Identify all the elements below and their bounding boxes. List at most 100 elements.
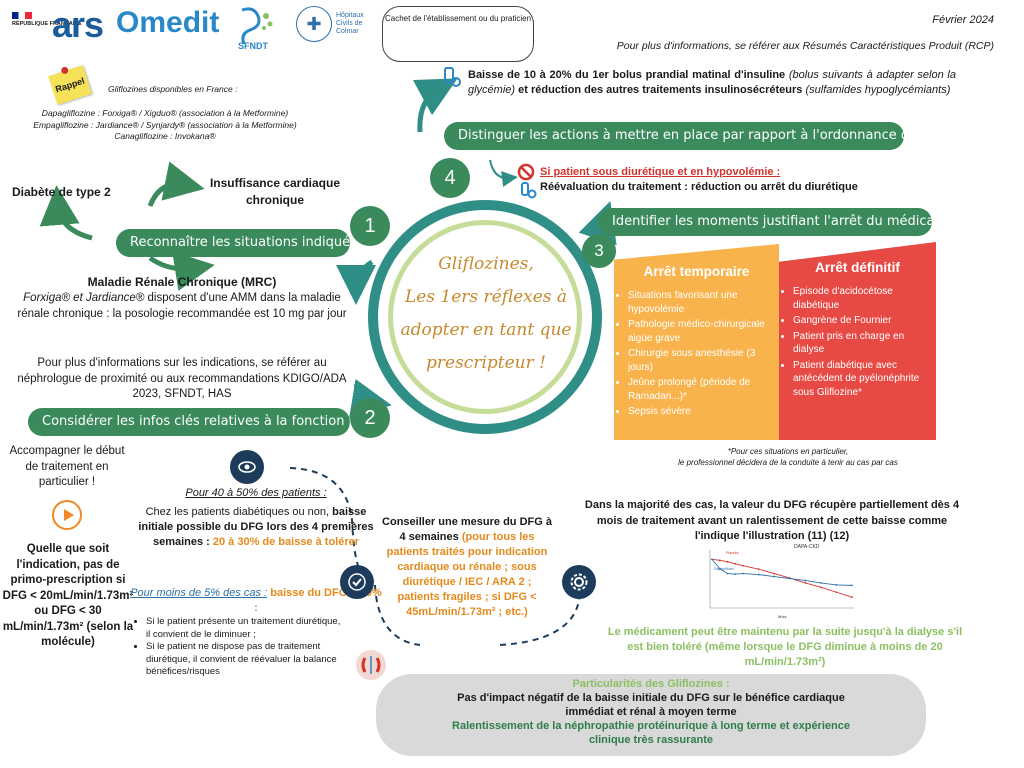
gear-icon xyxy=(562,565,596,599)
data-point xyxy=(718,559,721,562)
data-point xyxy=(726,560,729,563)
sfndt-logo: SFNDT xyxy=(232,4,278,51)
primo-prescription-text: Quelle que soit l'indication, pas de pri… xyxy=(2,543,134,648)
data-point xyxy=(819,582,822,584)
list-item: Pathologie médico-chirurgicale aigüe gra… xyxy=(628,318,775,345)
rappel-list: Dapagliflozine : Forxiga® / Xigduo® (ass… xyxy=(20,108,310,143)
arrow-icon xyxy=(489,159,518,187)
insuffisance-cardiaque: Insuffisance cardiaque chronique xyxy=(209,176,341,207)
dfg-title: Dans la majorité des cas, la valeur du D… xyxy=(584,499,960,542)
list-item: Gangrène de Fournier xyxy=(793,314,932,328)
legend-label: Dapagliflozin xyxy=(714,567,734,571)
mrc-info: Pour plus d'informations sur les indicat… xyxy=(17,357,347,400)
arrow-icon xyxy=(147,161,205,207)
play-icon xyxy=(52,500,82,530)
list-item: Si le patient présente un traitement diu… xyxy=(146,616,344,641)
hopitaux-colmar-logo: ✚Hôpitaux Civils de Colmar xyxy=(296,6,376,42)
list-item: Jeûne prolongé (période de Ramadan...)* xyxy=(628,376,775,403)
omedit-logo: Omedit xyxy=(116,6,220,39)
data-point xyxy=(711,558,713,561)
data-point xyxy=(788,577,791,580)
step-3-banner: Identifier les moments justifiant l'arrê… xyxy=(598,208,969,236)
mrc-title: Maladie Rénale Chronique (MRC) xyxy=(87,275,277,289)
data-point xyxy=(851,584,853,587)
legend-label: Placebo xyxy=(726,551,739,555)
step-1-banner: Reconnaître les situations indiquées xyxy=(116,229,365,257)
mrc-text: Forxiga® et Jardiance® disposent d'une A… xyxy=(17,292,347,320)
data-point xyxy=(835,591,838,594)
list-item: Patient pris en charge en dialyse xyxy=(793,330,932,357)
medication-icon xyxy=(440,66,462,88)
date: Février 2024 xyxy=(932,14,994,26)
arrow-icon xyxy=(148,251,215,291)
rappel-title: Gliflozines disponibles en France : xyxy=(108,84,238,94)
pct40-heading: Pour 40 à 50% des patients : xyxy=(185,487,327,499)
step-2-banner: Considérer les infos clés relatives à la… xyxy=(28,408,389,436)
data-point xyxy=(804,579,807,582)
series-line-0 xyxy=(711,558,853,598)
list-item: Dapagliflozine : Forxiga® / Xigduo® (ass… xyxy=(41,108,289,118)
step-4-banner: Distinguer les actions à mettre en place… xyxy=(444,122,968,150)
step-2-badge: 2 xyxy=(350,398,390,438)
list-item: Episode d'acidocétose diabétique xyxy=(793,285,932,312)
medication-icon xyxy=(519,181,537,199)
dashed-connector xyxy=(374,584,421,646)
arret-definitif: Arrêt définitif Episode d'acidocétose di… xyxy=(779,242,936,440)
dashed-connector xyxy=(499,589,581,646)
arrow-icon xyxy=(39,185,93,241)
list-item: Situations favorisant une hypovolémie xyxy=(628,289,775,316)
republique-francaise-logo: RÉPUBLIQUE FRANÇAISE xyxy=(12,12,82,27)
list-item: Chirurgie sous anesthésie (3 jours) xyxy=(628,347,775,374)
chart-xlabel: Mois xyxy=(778,614,786,619)
list-item: Patient diabétique avec antécédent de py… xyxy=(793,359,932,400)
arret-temporaire: Arrêt temporaire Situations favorisant u… xyxy=(614,244,779,440)
data-point xyxy=(773,572,776,575)
data-point xyxy=(742,572,745,575)
data-point xyxy=(734,573,737,575)
data-point xyxy=(757,573,760,576)
kidney-icon xyxy=(356,650,386,680)
check-icon xyxy=(340,565,374,599)
dfg-maintenu-text: Le médicament peut être maintenu par la … xyxy=(607,626,963,668)
data-point xyxy=(757,568,760,571)
data-point xyxy=(819,586,822,589)
arrow-icon xyxy=(336,259,377,305)
data-point xyxy=(835,583,838,586)
arrow-icon xyxy=(412,78,458,133)
rcp-note: Pour plus d'informations, se référer aux… xyxy=(616,40,994,52)
step-1-badge: 1 xyxy=(350,206,390,246)
chart-title: DAPA-CKD xyxy=(794,544,820,550)
data-point xyxy=(734,562,737,565)
data-point xyxy=(851,596,853,599)
pct5-list: Si le patient présente un traitement diu… xyxy=(132,616,344,679)
cachet-box: Cachet de l'établissement ou du praticie… xyxy=(382,6,534,62)
pct40-text: Chez les patients diabétiques ou non, ba… xyxy=(138,506,374,548)
list-item: Empagliflozine : Jardiance® / Synjardy® … xyxy=(33,119,297,130)
svg-text:SFNDT: SFNDT xyxy=(238,41,268,50)
dashed-connector xyxy=(289,467,361,571)
data-point xyxy=(718,567,721,570)
bolus-text: Baisse de 10 à 20% du 1er bolus prandial… xyxy=(468,69,956,96)
arret-note: *Pour ces situations en particulier, le … xyxy=(678,447,898,467)
data-point xyxy=(773,575,776,578)
data-point xyxy=(742,564,745,567)
step-3-badge: 3 xyxy=(582,234,616,268)
accompagner-text: Accompagner le début de traitement en pa… xyxy=(9,445,125,488)
center-title: Gliflozines, Les 1ers réflexes à adopter… xyxy=(400,254,572,373)
ars-logo: ars xyxy=(52,4,104,45)
diuretique-text: Si patient sous diurétique et en hypovol… xyxy=(540,166,858,193)
data-point xyxy=(804,582,807,584)
data-point xyxy=(726,572,729,575)
conseil-text: Conseiller une mesure du DFG à 4 semaine… xyxy=(382,516,552,618)
center-ring-outer xyxy=(368,200,602,434)
particularites-box: Particularités des Gliflozines : Pas d'i… xyxy=(376,674,926,756)
no-entry-icon xyxy=(517,163,535,181)
list-item: Sepsis sévère xyxy=(628,405,775,419)
center-ring-inner xyxy=(388,220,582,414)
step-4-badge: 4 xyxy=(430,158,470,198)
list-item: Si le patient ne dispose pas de traiteme… xyxy=(146,641,344,679)
diabete-type2: Diabète de type 2 xyxy=(12,185,111,199)
list-item: Canagliflozine : Invokana® xyxy=(114,131,216,141)
